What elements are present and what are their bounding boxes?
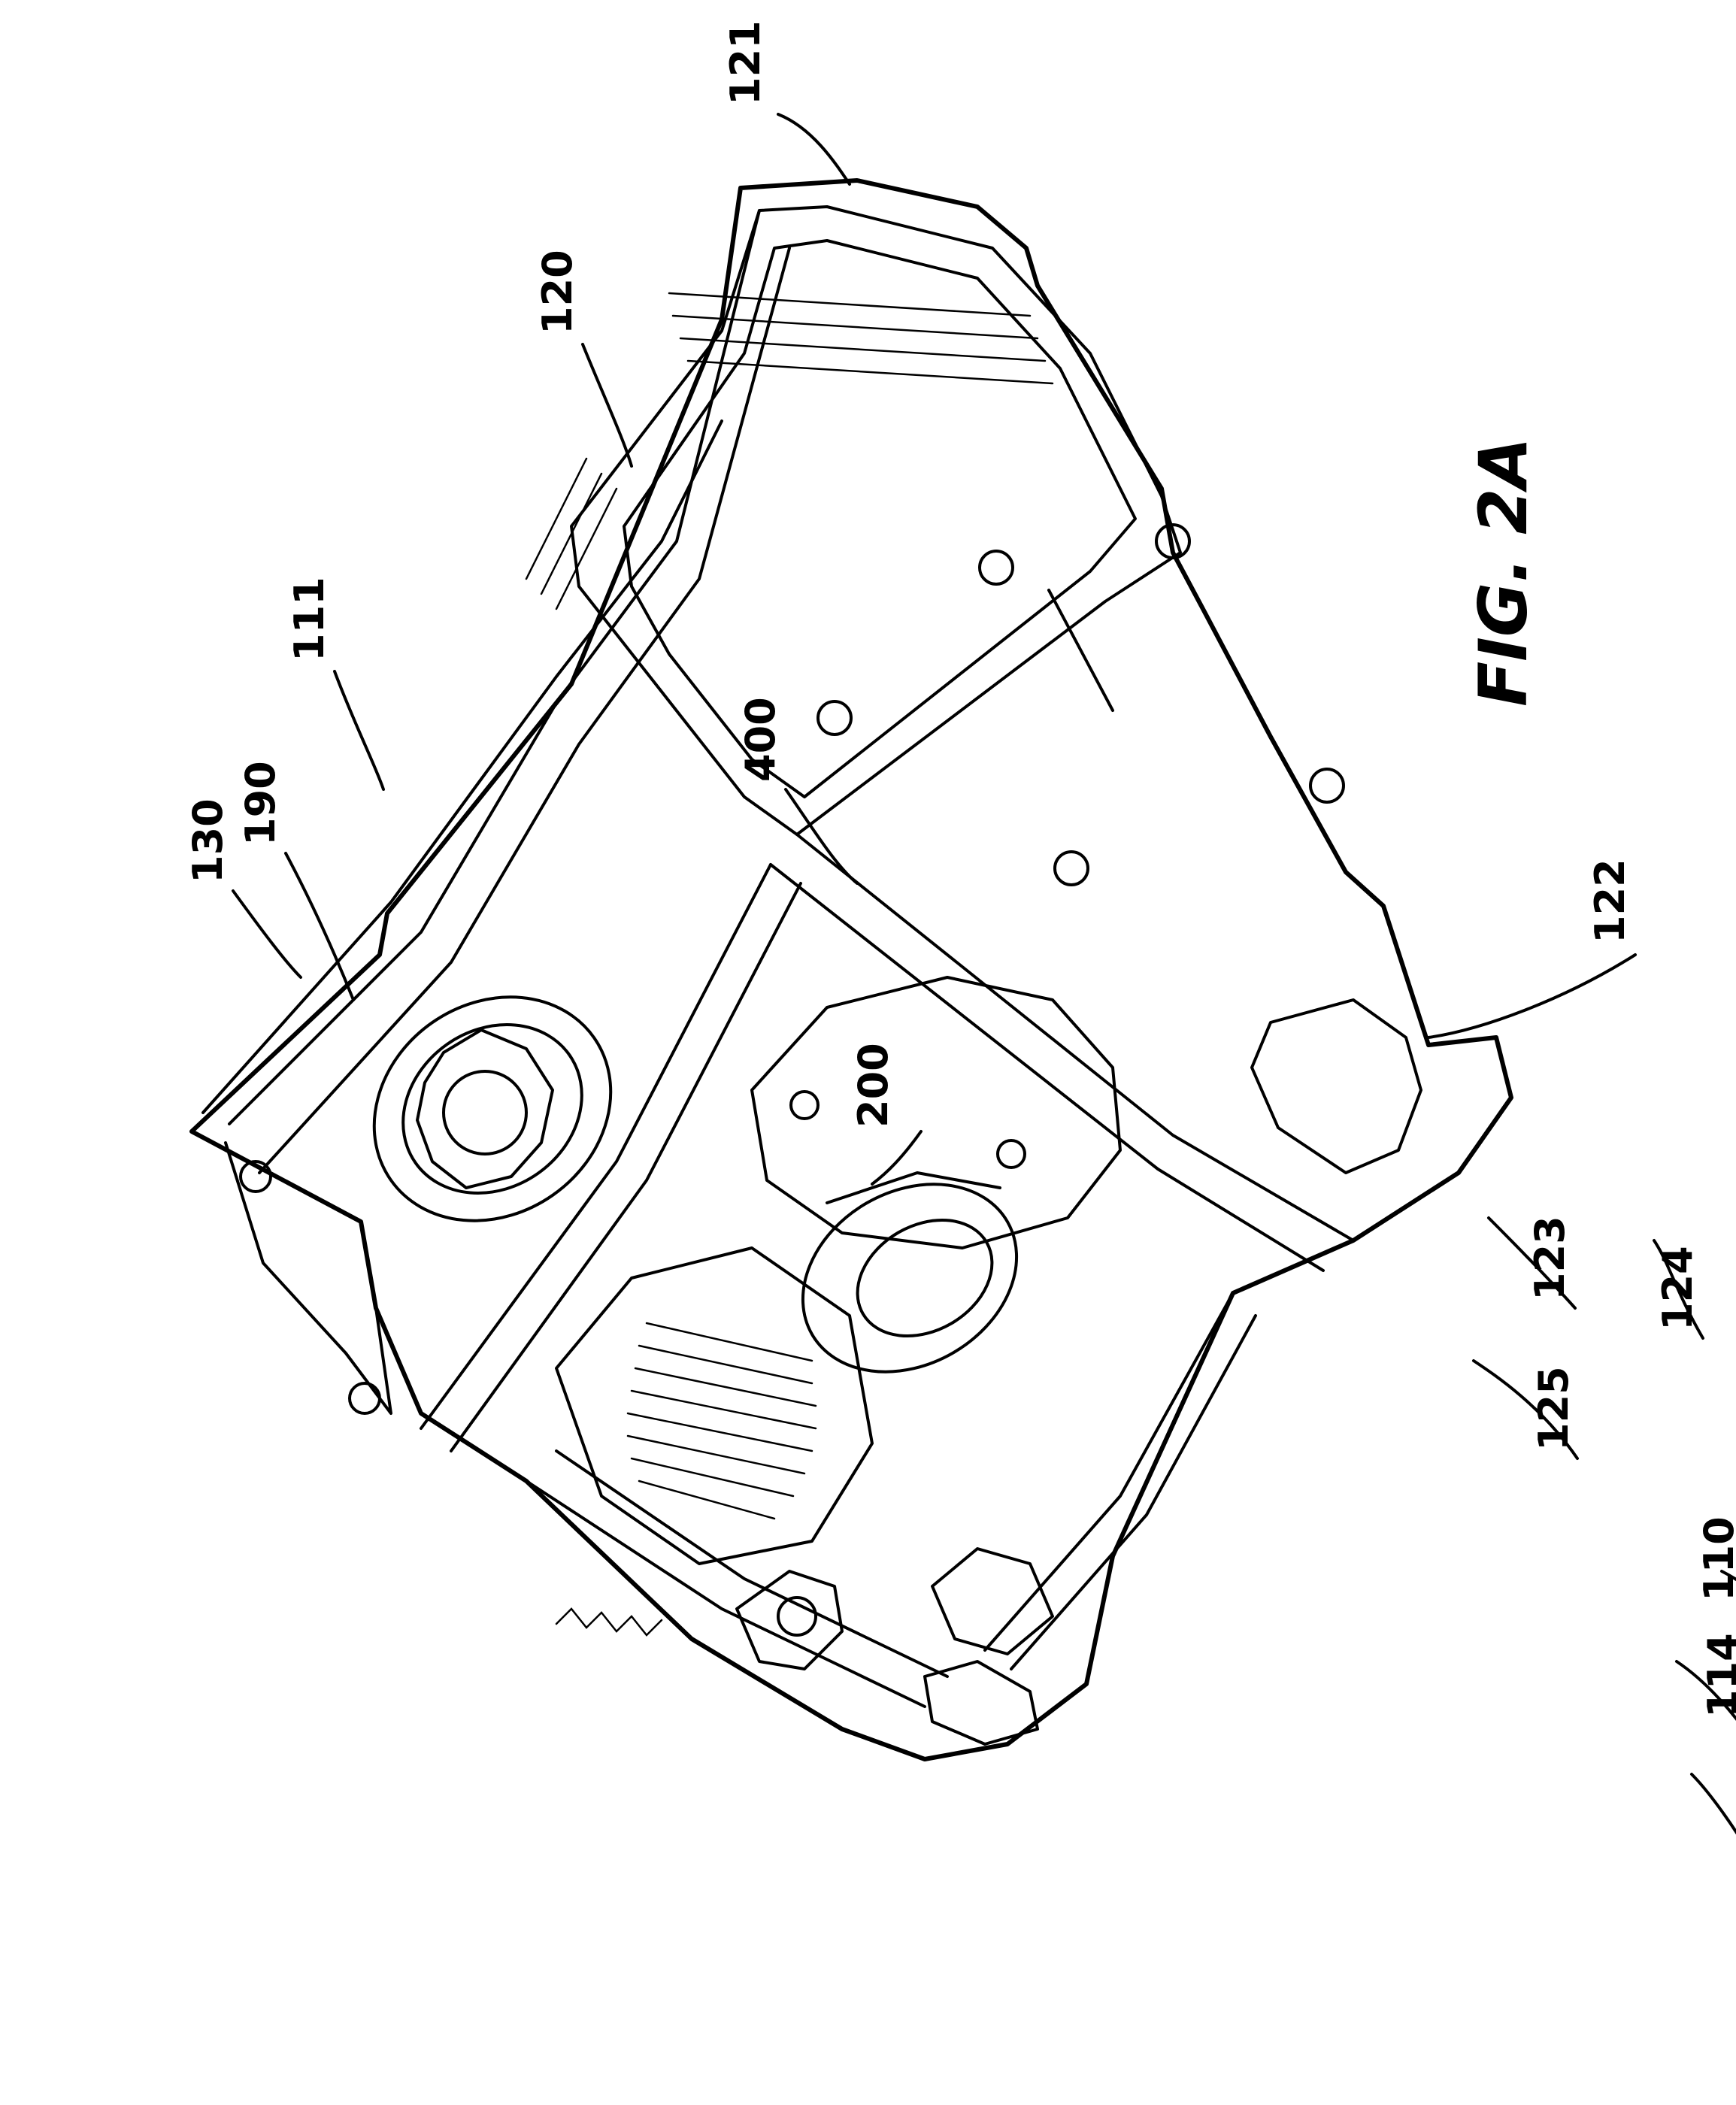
label-125: 125 (1530, 1366, 1577, 1451)
label-110: 110 (1695, 1516, 1736, 1601)
label-190: 190 (237, 761, 284, 846)
label-121: 121 (722, 20, 769, 105)
label-111: 111 (286, 577, 333, 662)
figure-label: FIG. 2A (1465, 438, 1542, 707)
label-124: 124 (1654, 1246, 1701, 1331)
housing (189, 178, 1513, 1761)
top-face-plate (201, 419, 723, 1415)
label-130: 130 (184, 798, 232, 883)
reference-labels: 121 120 111 130 190 400 200 122 123 124 … (184, 20, 1736, 1718)
label-123: 123 (1526, 1216, 1574, 1301)
label-500: 500 (1729, 1520, 1736, 1605)
hatching (525, 292, 1054, 610)
label-400: 400 (737, 697, 784, 782)
cooling-fins (626, 1322, 817, 1520)
label-120: 120 (534, 250, 581, 335)
label-122: 122 (1586, 859, 1634, 943)
label-114: 114 (1699, 1633, 1736, 1718)
label-200: 200 (850, 1043, 897, 1128)
internal-components (555, 976, 1122, 1670)
leader-lines (232, 113, 1736, 1835)
